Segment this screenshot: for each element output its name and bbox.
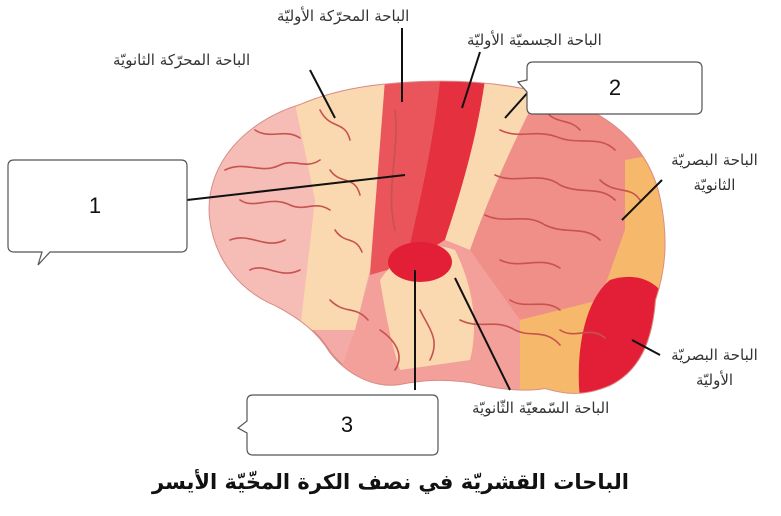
callout-number-1: 1 <box>80 193 110 219</box>
label-secondary-visual-2: الثانويّة <box>652 175 777 195</box>
frontal-region <box>200 80 315 330</box>
label-primary-visual-2: الأوليّة <box>652 370 777 390</box>
label-secondary-auditory: الباحة السّمعيّة الثّانويّة <box>472 398 609 418</box>
label-primary-somatosensory: الباحة الجسميّة الأوليّة <box>467 30 602 50</box>
diagram-caption: الباحات القشريّة في نصف الكرة المخّيّة ا… <box>0 470 781 494</box>
label-secondary-motor: الباحة المحرّكة الثانويّة <box>113 50 250 70</box>
callout-number-3: 3 <box>332 412 362 438</box>
callout-number-2: 2 <box>600 75 630 101</box>
primary-auditory-area <box>388 242 452 282</box>
label-primary-motor: الباحة المحرّكة الأوليّة <box>277 6 409 26</box>
label-primary-visual-1: الباحة البصريّة <box>652 345 777 365</box>
label-secondary-visual-1: الباحة البصريّة <box>652 150 777 170</box>
